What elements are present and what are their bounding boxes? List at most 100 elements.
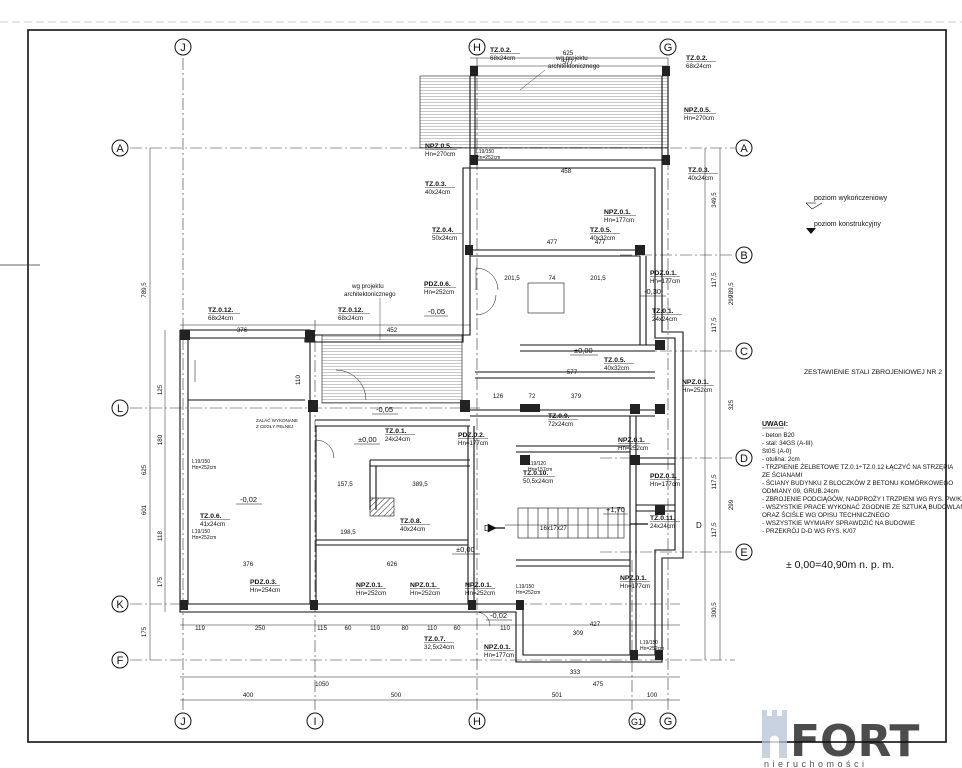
- beam-label: PDZ.0.3.Hn=254cm: [250, 579, 280, 594]
- grid-bubble-bottom-H: H: [468, 712, 486, 730]
- svg-text:TZ.0.12.: TZ.0.12.: [338, 307, 363, 314]
- dim-right-325: 325: [728, 399, 735, 410]
- svg-text:Hn=252cm: Hn=252cm: [410, 590, 440, 597]
- arch-note-line: architektonicznego: [548, 63, 600, 70]
- small-label: L19/150: [476, 149, 494, 155]
- small-label: Hn=252cm: [516, 590, 540, 596]
- dim-119: 119: [195, 625, 205, 632]
- beam-label: TZ.0.12.68x24cm: [208, 307, 240, 322]
- small-label: L19/150: [192, 529, 210, 535]
- watermark-brand: FORT: [790, 716, 919, 767]
- svg-text:TZ.0.3.: TZ.0.3.: [688, 167, 710, 174]
- dim-left-110: 110: [295, 375, 302, 385]
- notes-block: UWAGI: - beton B20 - stal: 34GS (A-III) …: [762, 421, 962, 535]
- beam-label: TZ.0.11.24x24cm: [650, 515, 680, 530]
- note-line: - beton B20: [762, 432, 795, 439]
- svg-text:Hn=252cm: Hn=252cm: [424, 289, 454, 296]
- hatched-areas: [321, 75, 669, 404]
- dim-626: 626: [387, 561, 398, 568]
- legend-finish-label: poziom wykończeniowy: [814, 195, 888, 202]
- castle-tower-icon: [762, 710, 787, 758]
- beam-label: NPZ.0.1.Hn=252cm: [410, 582, 440, 597]
- note-line: - WSZYSTKIE WYMIARY SPRAWDZIĆ NA BUDOWIE: [762, 518, 915, 527]
- svg-text:40x32cm: 40x32cm: [604, 365, 629, 372]
- note-line: - ZBROJENIE PODCIĄGÓW, NADPROŻY I TRZPIE…: [762, 494, 962, 503]
- dim-left-7895: 789,5: [141, 282, 148, 298]
- walls: [179, 76, 684, 663]
- svg-text:Hn=252cm: Hn=252cm: [356, 590, 386, 597]
- svg-text:TZ.0.9.: TZ.0.9.: [548, 413, 570, 420]
- beam-label: NPZ.0.5.Hn=270cm: [684, 107, 716, 122]
- dim-115: 115: [317, 625, 327, 632]
- arch-note-line: wg projektu: [555, 55, 588, 62]
- small-label: Hn=252cm: [476, 155, 500, 161]
- note-line: - WSZYSTKIE PRACE WYKONAĆ ZGODNIE ZE SZT…: [762, 502, 962, 511]
- svg-text:±0,00: ±0,00: [358, 435, 377, 444]
- svg-text:D: D: [740, 453, 748, 465]
- small-label: Hn=252cm: [640, 646, 664, 652]
- grid-bubble-right-E: E: [735, 543, 753, 561]
- dim-60-b: 60: [454, 625, 461, 632]
- dim-501: 501: [552, 692, 563, 699]
- svg-text:NPZ.0.1.: NPZ.0.1.: [620, 575, 647, 582]
- svg-text:PDZ.0.2.: PDZ.0.2.: [458, 432, 485, 439]
- dim-625: 625: [563, 50, 574, 57]
- dim-126: 126: [493, 393, 504, 400]
- svg-text:L: L: [117, 403, 123, 415]
- grid-bubble-top-H: H: [468, 38, 486, 56]
- level-marker: -0,02: [486, 611, 512, 621]
- svg-text:-0,30: -0,30: [644, 287, 661, 296]
- svg-text:C: C: [740, 346, 748, 358]
- note-line: St0S (A-0): [762, 448, 791, 455]
- level-markers: -0,05 -0,30 ±0,00 -0,05 ±0,00 -0,02 +1,7…: [236, 287, 666, 621]
- level-marker: +1,70: [603, 505, 628, 515]
- beam-label: NPZ.0.1.Hn=252cm: [356, 582, 386, 597]
- dim-1050: 1050: [315, 681, 329, 688]
- svg-text:Hn=270cm: Hn=270cm: [684, 115, 714, 122]
- dim-475: 475: [593, 681, 604, 688]
- dim-right-3005: 300,5: [711, 602, 718, 618]
- beam-label: TZ.0.10.50,5x24cm: [523, 470, 555, 485]
- arch-note-line: architektonicznego: [344, 291, 396, 298]
- svg-text:41x24cm: 41x24cm: [200, 521, 225, 528]
- svg-text:TZ.0.3.: TZ.0.3.: [425, 181, 447, 188]
- svg-text:J: J: [180, 716, 186, 728]
- dim-500: 500: [391, 692, 402, 699]
- dim-right-7895: 789,5: [728, 282, 735, 298]
- dim-577-top: 577: [563, 59, 574, 66]
- beam-label: TZ.0.5.40x32cm: [604, 357, 634, 372]
- dim-427: 427: [590, 621, 601, 628]
- svg-text:50x24cm: 50x24cm: [432, 235, 457, 242]
- svg-text:A: A: [740, 143, 748, 155]
- note-line: ORAZ ŚCIŚLE WG OPISU TECHNICZNEGO: [762, 510, 890, 519]
- svg-text:TZ.0.8.: TZ.0.8.: [400, 518, 422, 525]
- dim-1985: 198,5: [340, 529, 356, 536]
- dim-400: 400: [243, 692, 254, 699]
- grid-bubble-bottom-G: G: [659, 712, 677, 730]
- dim-left-601: 601: [141, 504, 148, 515]
- note-line: - ŚCIANY BUDYNKU Z BLOCZKÓW Z BETONU KOM…: [762, 478, 953, 487]
- svg-text:NPZ.0.5.: NPZ.0.5.: [684, 107, 711, 114]
- svg-text:F: F: [117, 655, 124, 667]
- drawing-frame: [0, 21, 962, 743]
- beam-label: TZ.0.6.41x24cm: [200, 513, 230, 528]
- svg-text:TZ.0.5.: TZ.0.5.: [604, 357, 626, 364]
- note-line: - otulina: 2cm: [762, 456, 800, 463]
- grid-bubble-right-D: D: [735, 449, 753, 467]
- svg-text:NPZ.0.1.: NPZ.0.1.: [604, 209, 631, 216]
- grid-bubble-left-L: L: [111, 399, 129, 417]
- dim-left-180: 180: [157, 434, 164, 445]
- svg-text:72x24cm: 72x24cm: [548, 421, 573, 428]
- dimension-lines: [149, 57, 721, 701]
- grid-bubbles: J H G J I H G1 G A L K F A B C D E: [111, 38, 753, 730]
- fort-watermark-logo: FORT nieruchomości: [762, 710, 919, 768]
- dim-577-mid: 577: [567, 369, 578, 376]
- level-marker: ±0,00: [570, 346, 598, 356]
- svg-text:40x24cm: 40x24cm: [400, 526, 425, 533]
- dim-2015-b: 201,5: [590, 275, 606, 282]
- svg-text:68x24cm: 68x24cm: [686, 63, 711, 70]
- svg-text:24x24cm: 24x24cm: [650, 523, 675, 530]
- svg-text:NPZ.0.1.: NPZ.0.1.: [465, 582, 492, 589]
- level-marker: -0,05: [372, 405, 398, 415]
- beam-label: TZ.0.1.24x24cm: [385, 428, 415, 443]
